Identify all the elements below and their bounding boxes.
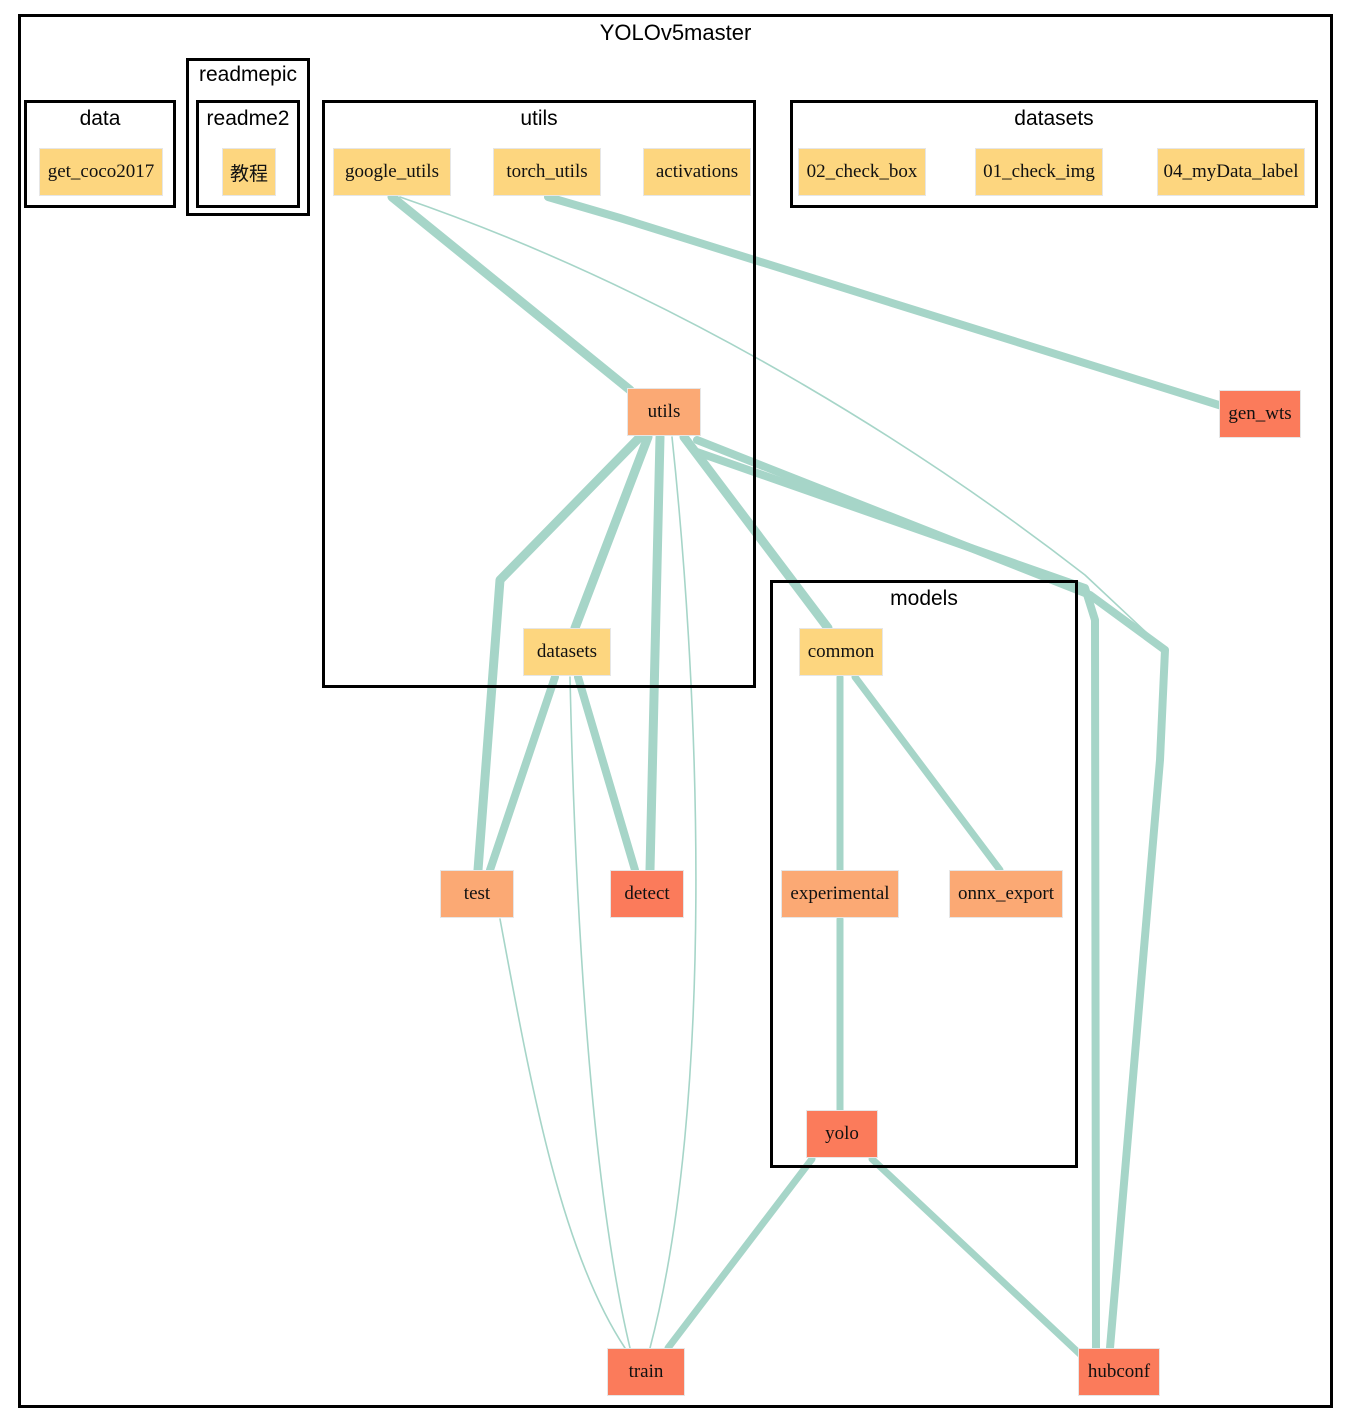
cluster-root-label: YOLOv5master: [599, 20, 752, 45]
node-02_check_box[interactable]: 02_check_box: [798, 148, 926, 196]
node-datasets[interactable]: datasets: [523, 628, 611, 676]
node-yolo[interactable]: yolo: [806, 1110, 878, 1158]
cluster-root: [18, 14, 1333, 1408]
cluster-readme2: [196, 100, 300, 208]
cluster-data: [24, 100, 176, 208]
cluster-datasets-label: datasets: [1014, 107, 1094, 130]
cluster-models-label: models: [890, 587, 958, 610]
cluster-readmepic-label: readmepic: [198, 63, 298, 86]
cluster-utils: [322, 100, 756, 688]
node-detect[interactable]: detect: [610, 870, 684, 918]
cluster-models: [770, 580, 1078, 1168]
node-train[interactable]: train: [607, 1348, 685, 1396]
cluster-readmepic: [186, 58, 310, 216]
node-gen_wts[interactable]: gen_wts: [1219, 390, 1301, 438]
node-onnx_export[interactable]: onnx_export: [949, 870, 1063, 918]
cluster-data-label: data: [79, 107, 121, 130]
node-utils[interactable]: utils: [627, 388, 701, 436]
node-hubconf[interactable]: hubconf: [1078, 1348, 1160, 1396]
node-common[interactable]: common: [799, 628, 883, 676]
node-readme-tutorial[interactable]: 教程: [222, 148, 276, 196]
node-test[interactable]: test: [440, 870, 514, 918]
cluster-datasets: [790, 100, 1318, 208]
node-04_myData_label[interactable]: 04_myData_label: [1157, 148, 1305, 196]
cluster-utils-label: utils: [520, 107, 558, 130]
node-get_coco2017[interactable]: get_coco2017: [39, 148, 163, 196]
cluster-readme2-label: readme2: [206, 107, 290, 130]
node-google_utils[interactable]: google_utils: [333, 148, 451, 196]
node-activations[interactable]: activations: [643, 148, 751, 196]
node-torch_utils[interactable]: torch_utils: [493, 148, 601, 196]
node-01_check_img[interactable]: 01_check_img: [975, 148, 1103, 196]
node-experimental[interactable]: experimental: [781, 870, 899, 918]
